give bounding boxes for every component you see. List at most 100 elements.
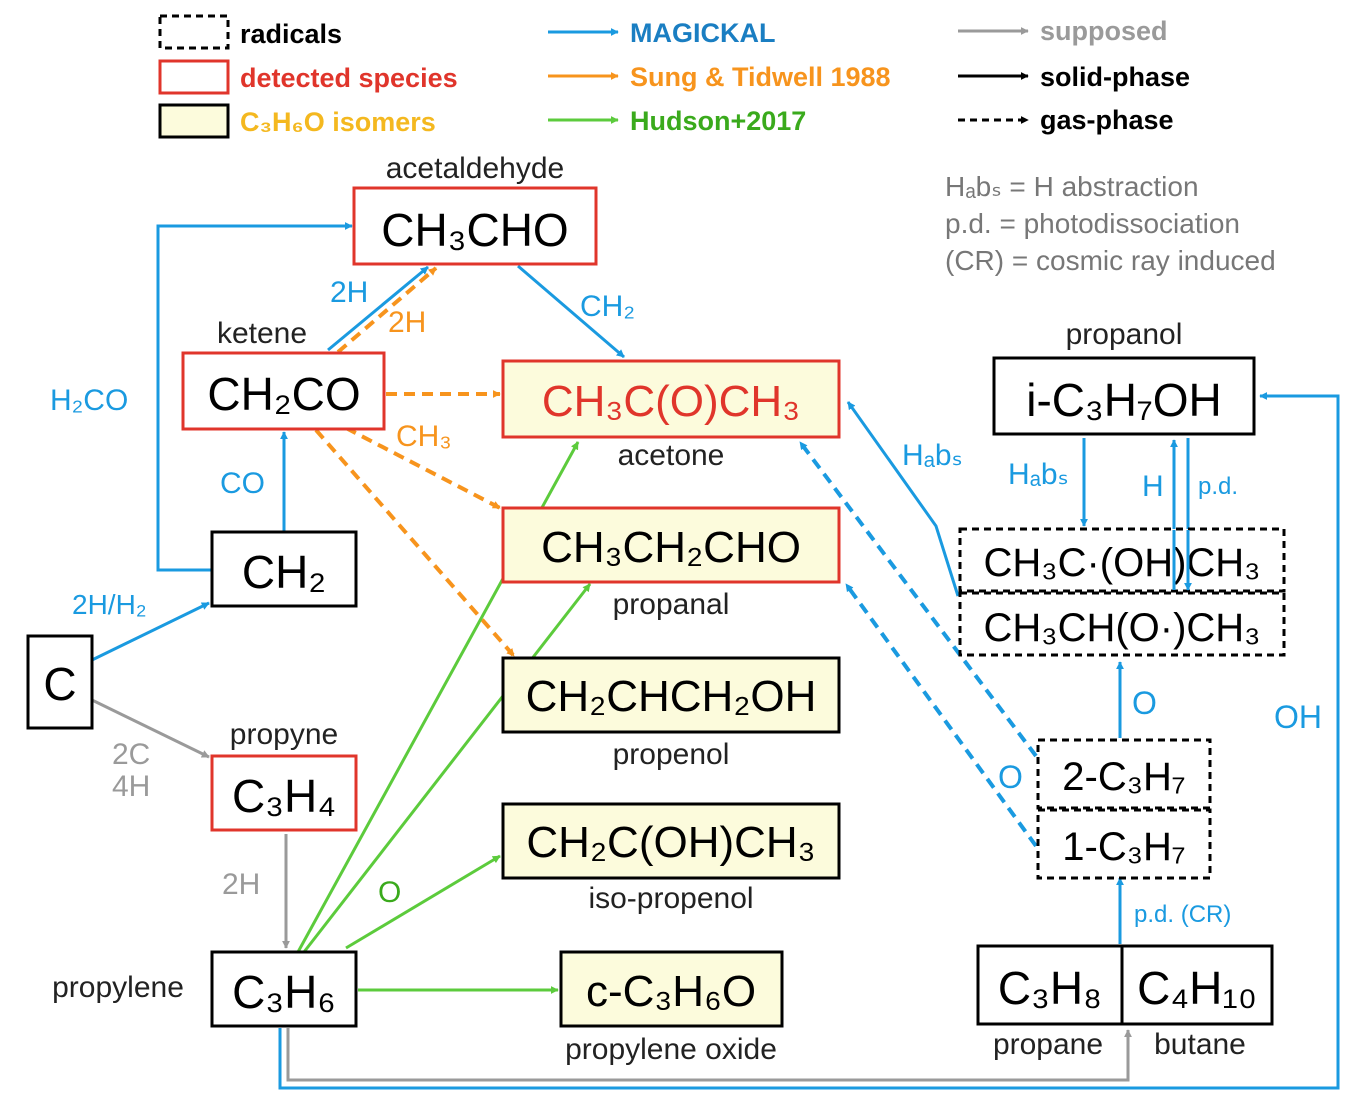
propane-formula: C₃H₈ — [998, 962, 1102, 1014]
legend-detected-label: detected species — [240, 63, 458, 93]
legend-gas-label: gas-phase — [1040, 105, 1174, 135]
edge-label-o-left: O — [998, 759, 1023, 795]
c-formula: C — [43, 658, 76, 710]
edge-label-pd-cr: p.d. (CR) — [1134, 901, 1231, 928]
edge-label-co: CO — [220, 467, 265, 500]
propylene-oxide-box — [559, 950, 784, 1028]
1-c3h7-box — [1036, 808, 1212, 880]
species-ketene: ketene CH₂CO — [181, 317, 386, 431]
note-pd: p.d. = photodissociation — [945, 208, 1240, 239]
acetaldehyde-box — [352, 186, 598, 266]
species-acetaldehyde: acetaldehyde CH₃CHO — [352, 152, 598, 266]
species-1-c3h7: 1-C₃H₇ — [1036, 808, 1212, 880]
ketene-formula: CH₂CO — [207, 368, 360, 420]
edge-label-h2co: H₂CO — [50, 384, 128, 417]
propyne-formula: C₃H₄ — [232, 770, 336, 822]
legend-sung-label: Sung & Tidwell 1988 — [630, 62, 891, 92]
species-propylene-oxide: c-C₃H₆O propylene oxide — [559, 950, 784, 1066]
butane-box — [1120, 944, 1274, 1026]
propanal-formula: CH₃CH₂CHO — [541, 523, 801, 572]
species-2-c3h7: 2-C₃H₇ — [1036, 738, 1212, 810]
arrow-radical-to-acetone — [846, 401, 960, 597]
arrow-c-to-propyne — [91, 698, 210, 759]
species-isopropenol: CH₂C(OH)CH₃ iso-propenol — [501, 802, 841, 915]
arrow-ketene-to-propanal — [345, 426, 501, 510]
legend-radicals-swatch — [158, 14, 230, 50]
propenol-name: propenol — [613, 738, 730, 771]
arrow-propylene-to-propane — [286, 1028, 1132, 1082]
edge-label-ch2: CH₂ — [580, 290, 635, 323]
species-propyne: propyne C₃H₄ — [210, 718, 358, 832]
isopropenol-formula: CH₂C(OH)CH₃ — [526, 818, 815, 867]
edge-label-habs-upper: Hₐbₛ — [902, 439, 963, 472]
acetaldehyde-formula: CH₃CHO — [381, 204, 568, 256]
legend-solid-label: solid-phase — [1040, 62, 1190, 92]
isopropenol-box — [501, 802, 841, 880]
propanol-formula: i-C₃H₇OH — [1026, 374, 1222, 426]
edge-label-2h-orange: 2H — [388, 306, 426, 339]
legend-supposed-label: supposed — [1040, 16, 1168, 46]
propane-box — [976, 944, 1124, 1026]
2-c3h7-box — [1036, 738, 1212, 810]
note-cr: (CR) = cosmic ray induced — [945, 245, 1276, 276]
legend-radicals-label: radicals — [240, 19, 342, 49]
arrow-propylene-to-propanal — [302, 583, 592, 953]
species-butane: C₄H₁₀ butane — [1120, 944, 1274, 1061]
arrow-ch2-to-acetaldehyde — [156, 222, 353, 572]
propanal-name: propanal — [613, 588, 730, 621]
legend: radicals detected species C₃H₆O isomers … — [158, 14, 1190, 139]
species-propanol: propanol i-C₃H₇OH — [992, 318, 1256, 436]
arrow-c-to-ch2 — [91, 601, 210, 662]
legend-isomers-swatch — [158, 103, 230, 139]
propylene-name: propylene — [52, 971, 184, 1004]
arrow-ketene-to-acetaldehyde-orange — [336, 266, 438, 354]
species-radical-a: CH₃C·(OH)CH₃ — [958, 527, 1286, 593]
edge-label-2h-blue: 2H — [330, 276, 368, 309]
species-propenol: CH₂CHCH₂OH propenol — [501, 656, 841, 771]
edge-label-habs-lower: Hₐbₛ — [1008, 458, 1069, 491]
ch2-formula: CH₂ — [242, 546, 326, 598]
propyne-name: propyne — [230, 718, 338, 751]
butane-formula: C₄H₁₀ — [1137, 962, 1257, 1014]
legend-detected-swatch — [158, 59, 230, 95]
acetone-name: acetone — [618, 439, 725, 472]
edge-label-2h-gray: 2H — [222, 868, 260, 901]
species-acetone: CH₃C(O)CH₃ acetone — [501, 359, 841, 472]
legend-magickal-label: MAGICKAL — [630, 18, 775, 48]
propanol-box — [992, 356, 1256, 436]
c-box — [26, 634, 94, 730]
species-radical-b: CH₃CH(O·)CH₃ — [958, 591, 1286, 657]
radical-b-formula: CH₃CH(O·)CH₃ — [984, 606, 1261, 650]
propane-name: propane — [993, 1028, 1103, 1061]
edge-label-h: H — [1142, 470, 1164, 503]
note-habs: Hₐbₛ = H abstraction — [945, 171, 1199, 202]
species-propane: C₃H₈ propane — [976, 944, 1124, 1061]
legend-isomers-label: C₃H₆O isomers — [240, 107, 436, 137]
propenol-box — [501, 656, 841, 734]
radical-a-formula: CH₃C·(OH)CH₃ — [984, 541, 1261, 585]
arrow-2c3h7-to-acetone — [798, 440, 1038, 758]
legend-hudson-label: Hudson+2017 — [630, 106, 806, 136]
propylene-oxide-name: propylene oxide — [565, 1033, 777, 1066]
propylene-formula: C₃H₆ — [232, 966, 336, 1018]
edge-label-o-right: O — [1132, 685, 1157, 721]
radical-a-box — [958, 527, 1286, 593]
propylene-box — [210, 950, 358, 1028]
propanol-name: propanol — [1066, 318, 1183, 351]
ketene-name: ketene — [217, 317, 307, 350]
acetone-formula: CH₃C(O)CH₃ — [542, 377, 800, 426]
arrow-propylene-to-propanol — [278, 392, 1340, 1090]
species-c: C — [26, 634, 94, 730]
edge-label-ch3: CH₃ — [396, 420, 452, 453]
ch2-box — [210, 530, 358, 608]
arrow-propylene-to-isopropenol — [345, 854, 501, 950]
acetaldehyde-name: acetaldehyde — [386, 152, 564, 185]
edge-label-2h-h2: 2H/H₂ — [72, 589, 147, 620]
ketene-box — [181, 351, 386, 431]
propyne-box — [210, 754, 358, 832]
edge-label-4h: 4H — [112, 770, 150, 803]
acetone-box — [501, 359, 841, 439]
edge-label-2c: 2C — [112, 738, 150, 771]
edge-label-pd: p.d. — [1198, 473, 1238, 500]
